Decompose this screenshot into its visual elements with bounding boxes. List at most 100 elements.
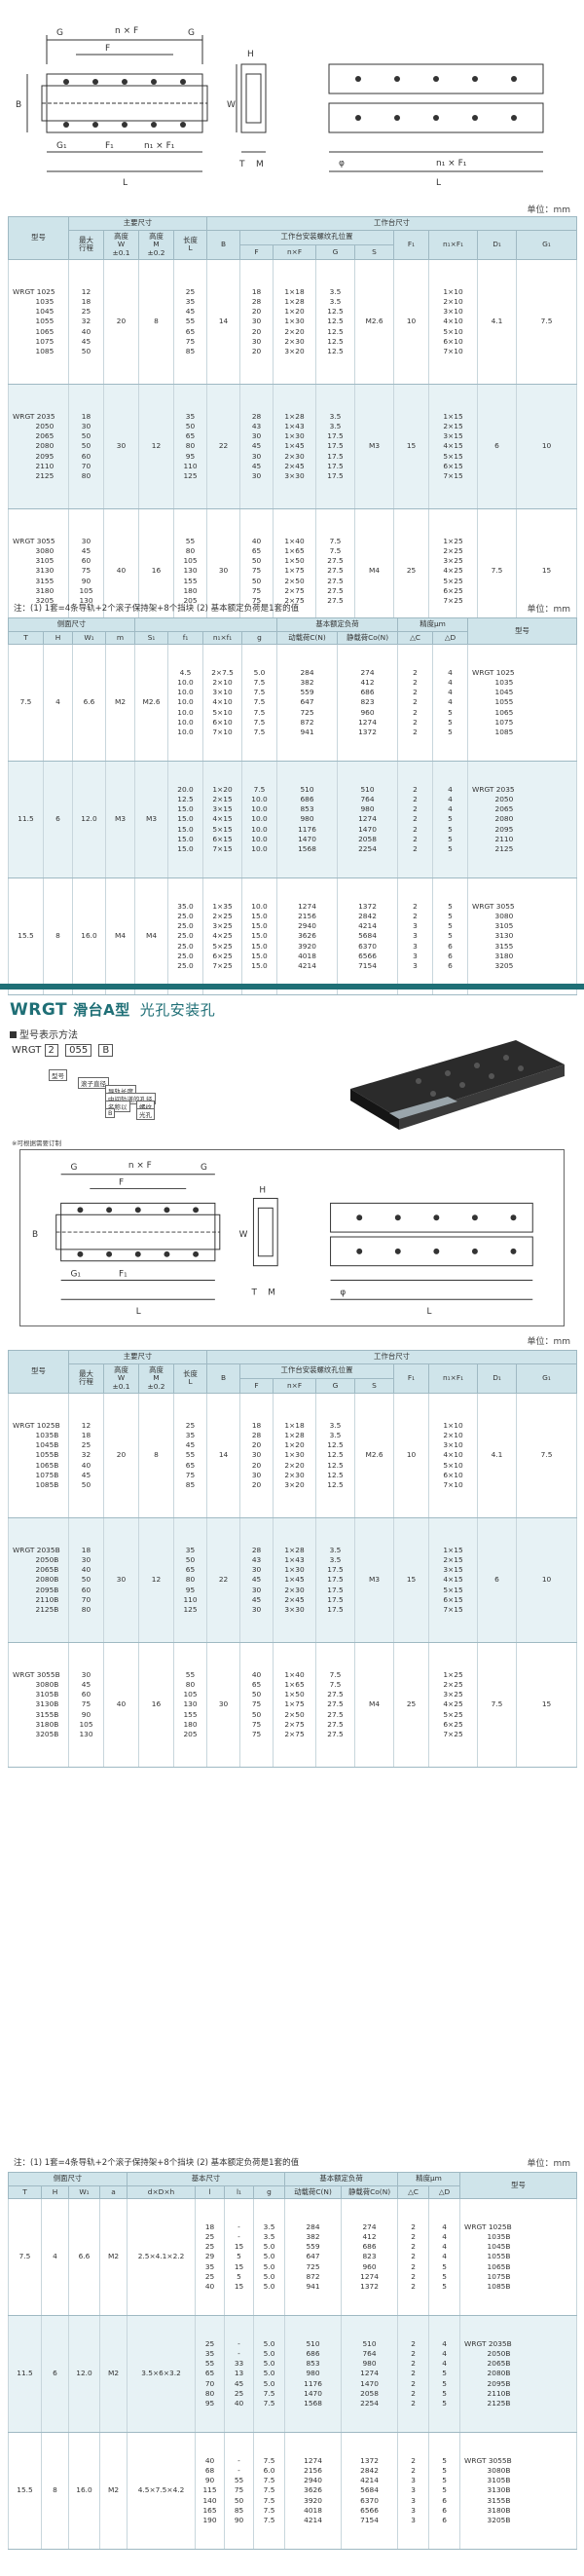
table-cell: 1×25 2×25 3×25 4×25 5×25 6×25 7×25	[428, 1642, 479, 1769]
table-cell: 7.5	[8, 644, 44, 763]
label-nxf: n × F	[115, 26, 138, 36]
title-subtitle: 光孔安装孔	[139, 1001, 216, 1019]
table-cell: 4 4 4 5 5 5 5	[432, 761, 469, 879]
th-f1: F₁	[393, 229, 430, 261]
note-2: 注：(1) 1套=4条导轨+2个滚子保持架+8个挡块 (2) 基本额定负荷是1套…	[14, 2158, 300, 2168]
table-cell: 35 50 65 80 95 110 125	[172, 1517, 208, 1644]
th-height-w: 高度 W ±0.1	[103, 229, 139, 261]
table-cell: 4.5 10.0 10.0 10.0 10.0 10.0 10.0	[167, 644, 204, 763]
th-g1: G₁	[516, 229, 578, 261]
table-cell: 4.1	[477, 259, 518, 386]
table-cell: 1372 2842 4214 5684 6370 6566 7154	[341, 2432, 399, 2551]
table-cell: M2.6	[134, 644, 169, 763]
table-cell: 2 2 2 2 2 2 2	[397, 2198, 430, 2317]
th2-load: 基本额定负荷	[276, 617, 399, 632]
model-code-type: B	[98, 1044, 114, 1057]
table-cell: 7.5 10.0 10.0 10.0 10.0 10.0 10.0	[241, 761, 278, 879]
th4-dynamic: 动载荷C(N)	[284, 2184, 343, 2200]
th2-m: m	[104, 630, 136, 646]
spec-table-4: 侧面尺寸 基本尺寸 基本额定负荷 精度μm 型号 T H W₁ a d×D×h …	[7, 2171, 578, 2551]
table-cell: M3	[354, 384, 395, 510]
table-cell: 35 50 65 80 95 110 125	[172, 384, 208, 510]
table-cell: 18 30 40 50 60 70 80	[68, 1517, 104, 1644]
th-table-dim: 工作台尺寸	[206, 216, 578, 231]
table-cell: 12.0	[72, 761, 106, 879]
th2-h: H	[43, 630, 73, 646]
title-model: WRGT	[10, 1000, 68, 1020]
unit-label-4: 单位：mm	[527, 2159, 570, 2169]
table-cell: 10	[393, 259, 430, 386]
table-cell: M3	[134, 761, 169, 879]
th4-load: 基本额定负荷	[284, 2172, 399, 2186]
th-model: 型号	[8, 215, 69, 261]
label-g-left: G	[56, 28, 63, 38]
label-phi: φ	[339, 159, 345, 168]
model-heading: 型号表示方法	[10, 1027, 78, 1041]
table-cell: 4 4 4 4 5 5 5	[432, 644, 469, 763]
table-cell: 12	[138, 1517, 174, 1644]
th-g: G	[315, 243, 356, 261]
table-cell: 2 2 3 3 3 3 3	[397, 877, 434, 996]
table-cell: 40	[103, 1642, 139, 1769]
table-cell: 25 35 45 55 65 75 85	[172, 1393, 208, 1519]
th3-height-w: 高度 W ±0.1	[103, 1363, 139, 1395]
table-cell: 1×10 2×10 3×10 4×10 5×10 6×10 7×10	[428, 259, 479, 386]
table-cell: 8	[138, 1393, 174, 1519]
section-divider	[0, 984, 584, 989]
table-cell: 3.5 3.5 12.5 12.5 12.5 12.5 12.5	[315, 1393, 356, 1519]
table-cell: 12 18 25 32 40 45 50	[68, 1393, 104, 1519]
table-cell: 14	[206, 1393, 241, 1519]
th2-dynamic: 动载荷C(N)	[276, 630, 339, 646]
th-f: F	[239, 243, 274, 261]
spec-table-3: 型号 主要尺寸 工作台尺寸 最大 行程 高度 W ±0.1 高度 M ±0.2 …	[8, 1349, 578, 1769]
th2-static: 静载荷Co(N)	[337, 630, 399, 646]
spec-table-1: 型号 主要尺寸 工作台尺寸 最大 行程 高度 W ±0.1 高度 M ±0.2 …	[8, 215, 578, 635]
legend-model: 型号	[49, 1069, 67, 1081]
table-cell: WRGT 1025 1035 1045 1055 1065 1075 1085	[467, 644, 578, 763]
rail-drawing-b-svg: G n × F F G B W H T M G₁ F₁ L φ L	[32, 1161, 533, 1317]
table-cell: M4	[354, 1642, 395, 1769]
table-cell: 3.5 3.5 17.5 17.5 17.5 17.5 17.5	[315, 1517, 356, 1644]
label-g1: G₁	[56, 141, 67, 151]
table-cell: 30	[206, 508, 241, 635]
table-cell: 1×25 2×25 3×25 4×25 5×25 6×25 7×25	[428, 508, 479, 635]
th2-accuracy: 精度μm	[397, 617, 469, 632]
table-cell: 4 4 4 4 5 5 5	[428, 2198, 461, 2317]
th-main-dim: 主要尺寸	[67, 216, 208, 231]
th3-g1: G₁	[516, 1363, 578, 1395]
label-h: H	[247, 50, 254, 59]
table-cell: 10	[516, 1517, 578, 1644]
table-cell: 12	[138, 384, 174, 510]
table-cell: 8	[41, 2432, 69, 2551]
note-1: 注：(1) 1套=4条导轨+2个滚子保持架+8个挡块 (2) 基本额定负荷是1套…	[14, 604, 300, 614]
table-cell: 10.0 15.0 15.0 15.0 15.0 15.0 15.0	[241, 877, 278, 996]
table-cell: 15	[393, 1517, 430, 1644]
table-cell: 8	[138, 259, 174, 386]
th4-dd: △D	[428, 2184, 461, 2200]
th4-a: a	[98, 2184, 128, 2200]
order-note: ※可根据需要订制	[12, 1139, 61, 1147]
table-cell: 510 686 853 980 1176 1470 1568	[276, 761, 339, 879]
spec-table-2: 侧面尺寸 基本额定负荷 精度μm 型号 T H W₁ m S₁ f₁ n₁×f₁…	[7, 616, 578, 996]
table-cell: WRGT 1025 1035 1045 1055 1065 1075 1085	[8, 259, 69, 386]
product-render-svg	[350, 1040, 565, 1130]
th4-side: 侧面尺寸	[7, 2172, 128, 2186]
th4-static: 静载荷Co(N)	[341, 2184, 399, 2200]
table-cell: 30	[103, 384, 139, 510]
th-n1xf1: n₁×F₁	[428, 229, 479, 261]
th2-g: g	[241, 630, 278, 646]
table-cell: 7.5 7.5 27.5 27.5 27.5 27.5 27.5	[315, 508, 356, 635]
table-cell: WRGT 3055B 3080B 3105B 3130B 3155B 3180B…	[8, 1642, 69, 1769]
table-cell: 7.5 7.5 27.5 27.5 27.5 27.5 27.5	[315, 1642, 356, 1769]
technical-drawing-bottom: G n × F F G B W H T M G₁ F₁ L φ L	[19, 1149, 565, 1326]
label-g-right: G	[188, 28, 195, 38]
table-cell: 16.0	[68, 2432, 100, 2551]
technical-drawing-top: G n × F F G B W H T M G₁ F₁ n₁ × F₁ L φ …	[8, 6, 576, 199]
table-cell: WRGT 3055 3080 3105 3130 3155 3180 3205	[467, 877, 578, 996]
th2-dc: △C	[397, 630, 434, 646]
th3-model: 型号	[8, 1349, 69, 1395]
table-cell: 15	[516, 1642, 578, 1769]
table-cell: 1×35 2×25 3×25 4×25 5×25 6×25 7×25	[202, 877, 243, 996]
